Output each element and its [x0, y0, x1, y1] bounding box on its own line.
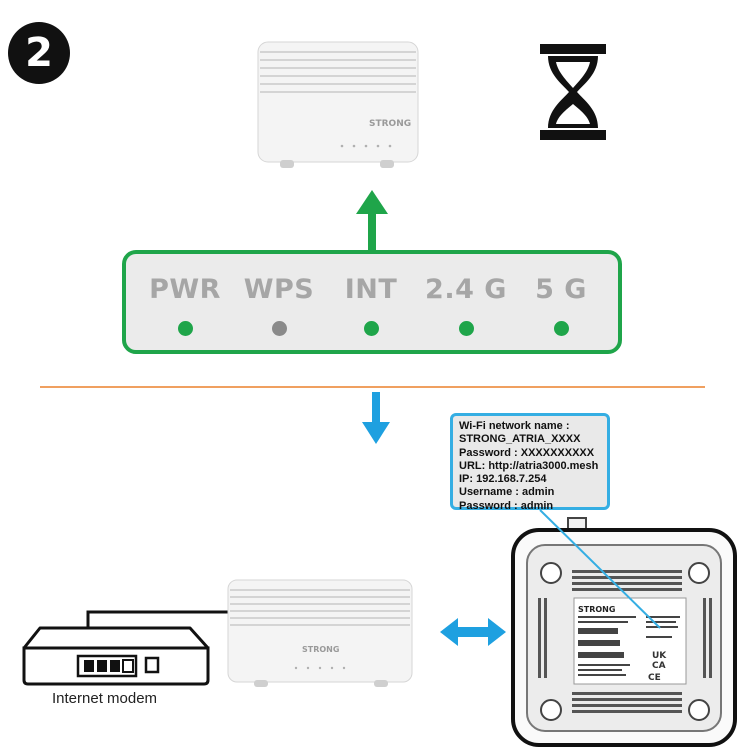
- led-5g: 5 G: [516, 274, 606, 336]
- info-line: URL: http://atria3000.mesh: [459, 459, 599, 472]
- info-line: IP: 192.168.7.254: [459, 473, 547, 486]
- led-indicator-on: [363, 321, 379, 336]
- led-label: INT: [344, 274, 398, 305]
- wifi-credentials-label: Wi-Fi network name : STRONG_ATRIA_XXXX P…: [450, 413, 610, 512]
- down-arrow-icon: [362, 392, 390, 444]
- led-2-4g: 2.4 G: [421, 274, 511, 336]
- step-number-badge: 2: [8, 22, 70, 84]
- info-line: STRONG_ATRIA_XXXX: [459, 433, 581, 446]
- led-indicator-off: [271, 321, 287, 336]
- modem-label: Internet modem: [52, 690, 158, 707]
- led-status-panel: PWR WPS INT 2.4 G 5 G: [122, 250, 622, 354]
- led-label: WPS: [243, 274, 315, 305]
- svg-text:CA: CA: [652, 661, 666, 671]
- info-line: Password : admin: [459, 499, 554, 512]
- modem-icon: [22, 626, 210, 686]
- info-line: Wi-Fi network name :: [459, 420, 570, 432]
- section-divider: [40, 386, 705, 388]
- led-label: 2.4 G: [425, 274, 507, 305]
- led-label: 5 G: [535, 274, 587, 305]
- label-brand-text: STRONG: [578, 605, 615, 614]
- svg-text:CE: CE: [648, 673, 661, 683]
- led-wps: WPS: [234, 274, 324, 336]
- info-line: Username : admin: [459, 486, 555, 499]
- led-label: PWR: [149, 274, 221, 305]
- router-brand-text: STRONG: [302, 645, 339, 654]
- led-int: INT: [326, 274, 416, 336]
- info-line: Password : XXXXXXXXXX: [459, 446, 595, 459]
- led-indicator-on: [553, 321, 569, 336]
- led-indicator-on: [458, 321, 474, 336]
- router-brand-text: STRONG: [369, 119, 411, 129]
- bidirectional-arrow-icon: [440, 618, 506, 646]
- led-pwr: PWR: [140, 274, 230, 336]
- up-arrow-icon: [356, 190, 388, 252]
- hourglass-icon: [540, 44, 606, 140]
- svg-text:UK: UK: [652, 651, 667, 661]
- mesh-router-bottom: STRONG: [227, 579, 413, 687]
- mesh-router-top: STRONG: [257, 41, 419, 168]
- led-indicator-on: [177, 321, 193, 336]
